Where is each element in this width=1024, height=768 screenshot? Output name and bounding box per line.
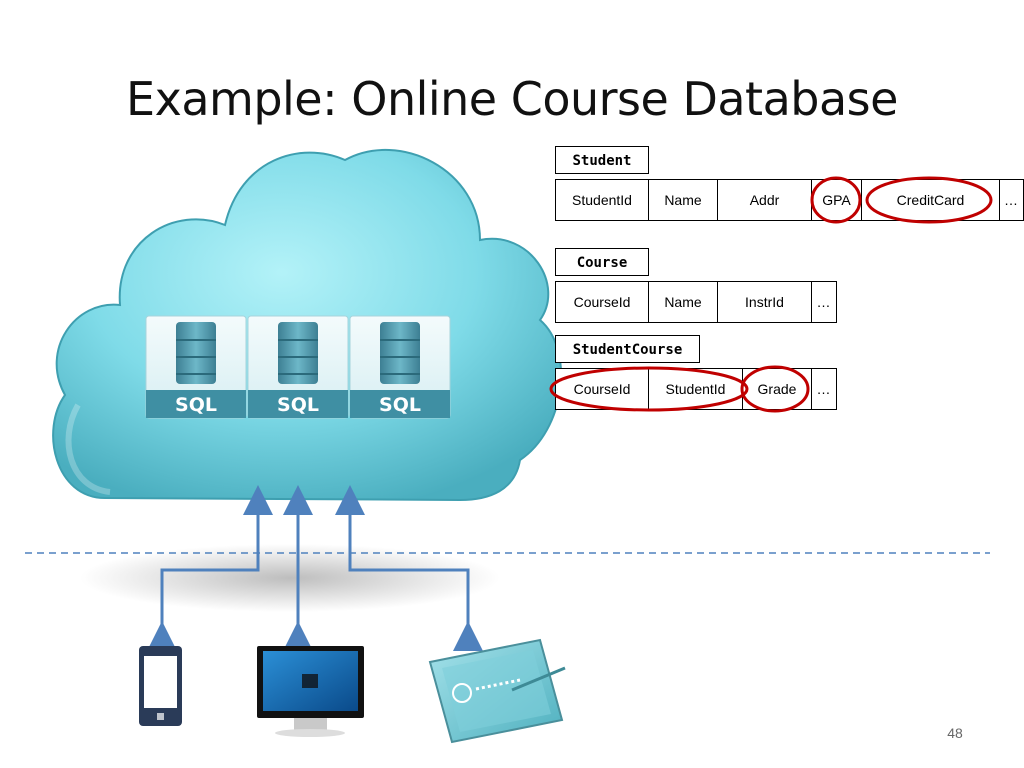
tablet-connection-arrow — [335, 485, 483, 651]
table-name-student-course: StudentCourse — [555, 335, 700, 363]
table-row-course: CourseId Name InstrId … — [555, 281, 837, 323]
sql-label: SQL — [277, 394, 319, 416]
column-header: CourseId — [556, 369, 649, 409]
page-number: 48 — [947, 725, 963, 741]
column-header: Addr — [718, 180, 812, 220]
table-row-student-course: CourseId StudentId Grade … — [555, 368, 837, 410]
column-header: GPA — [812, 180, 862, 220]
sql-database-icon: SQL — [145, 315, 247, 419]
cloud-shadow — [80, 544, 500, 612]
slide-title: Example: Online Course Database — [126, 72, 898, 126]
table-name-course: Course — [555, 248, 649, 276]
column-header: StudentId — [649, 369, 743, 409]
column-header: InstrId — [718, 282, 812, 322]
sql-database-icon: SQL — [349, 315, 451, 419]
sql-label: SQL — [175, 394, 217, 416]
column-header: … — [816, 294, 831, 310]
column-header: Grade — [743, 369, 812, 409]
column-header: StudentId — [556, 180, 649, 220]
tablet-icon — [428, 638, 566, 744]
column-header: CreditCard — [862, 180, 1000, 220]
phone-connection-arrow — [147, 485, 273, 651]
column-header: CourseId — [556, 282, 649, 322]
phone-icon — [139, 646, 182, 726]
table-row-student: StudentId Name Addr GPA CreditCard … — [555, 179, 1024, 221]
column-header: … — [816, 381, 831, 397]
column-header: … — [1004, 192, 1018, 208]
connection-arrows — [147, 485, 483, 651]
sql-database-icon: SQL — [247, 315, 349, 419]
table-name-student: Student — [555, 146, 649, 174]
desktop-monitor-icon — [257, 646, 364, 737]
column-header: Name — [649, 282, 718, 322]
sql-database-group: SQL SQL SQL — [145, 315, 451, 419]
sql-label: SQL — [379, 394, 421, 416]
column-header: Name — [649, 180, 718, 220]
